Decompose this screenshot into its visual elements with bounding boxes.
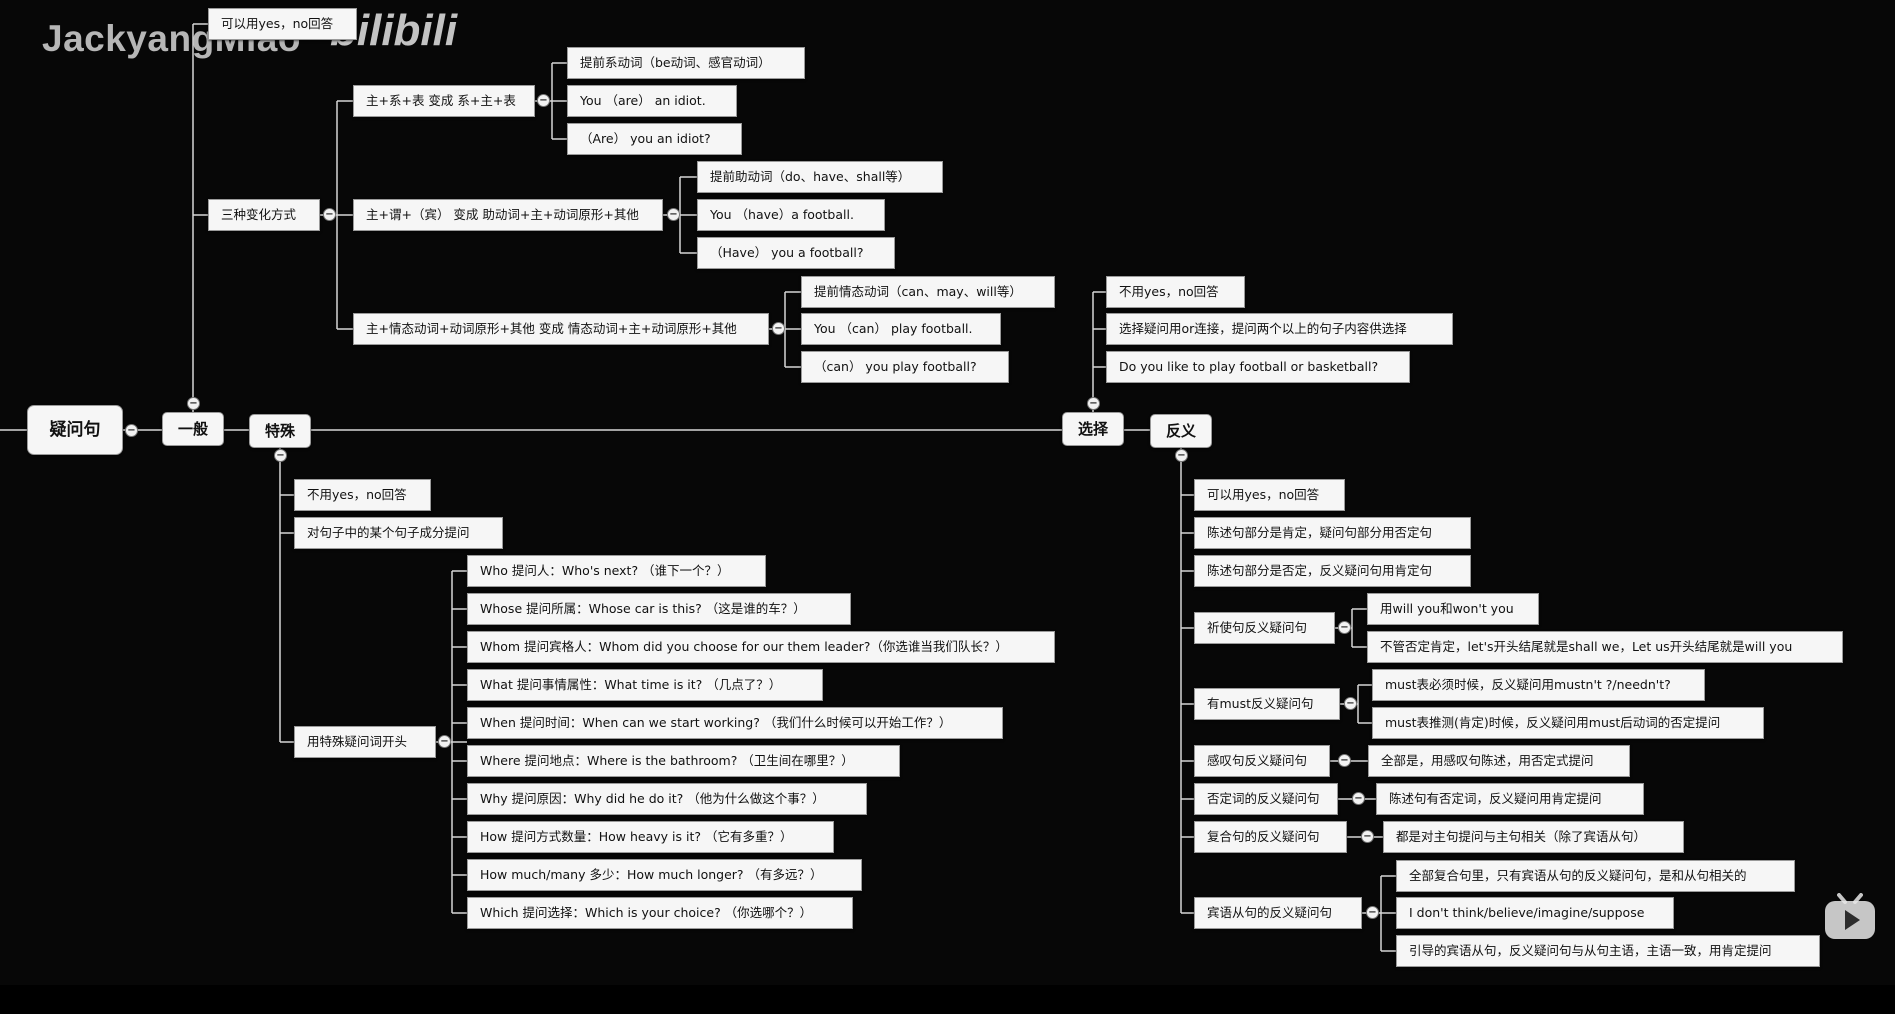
node-special[interactable]: 特殊 — [249, 414, 311, 448]
node-s-q7[interactable]: Why 提问原因：Why did he do it? （他为什么做这个事？） — [467, 783, 867, 815]
node-g-three-ways[interactable]: 三种变化方式 — [208, 199, 320, 231]
collapse-toggle-icon[interactable]: − — [1175, 449, 1188, 462]
collapse-toggle-icon[interactable]: − — [187, 397, 200, 410]
collapse-toggle-icon[interactable]: − — [125, 424, 138, 437]
node-t-5[interactable]: 有must反义疑问句 — [1194, 688, 1340, 720]
collapse-toggle-icon[interactable]: − — [1361, 830, 1374, 843]
node-c-2[interactable]: 选择疑问用or连接，提问两个以上的句子内容供选择 — [1106, 313, 1453, 345]
collapse-toggle-icon[interactable]: − — [772, 322, 785, 335]
node-s-2[interactable]: 对句子中的某个句子成分提问 — [294, 517, 503, 549]
node-t-4[interactable]: 祈使句反义疑问句 — [1194, 612, 1335, 644]
node-t-6a[interactable]: 全部是，用感叹句陈述，用否定式提问 — [1368, 745, 1630, 777]
node-t-4b[interactable]: 不管否定肯定，let's开头结尾就是shall we，Let us开头结尾就是w… — [1367, 631, 1843, 663]
collapse-toggle-icon[interactable]: − — [1352, 792, 1365, 805]
node-t-5a[interactable]: must表必须时候，反义疑问用mustn't ?/needn't? — [1372, 669, 1705, 701]
node-s-q8[interactable]: How 提问方式数量：How heavy is it? （它有多重？） — [467, 821, 834, 853]
node-t-9c[interactable]: 引导的宾语从句，反义疑问句与从句主语，主语一致，用肯定提问 — [1396, 935, 1820, 967]
node-s-q1[interactable]: Who 提问人：Who's next? （谁下一个？） — [467, 555, 766, 587]
node-s-q4[interactable]: What 提问事情属性：What time is it? （几点了？） — [467, 669, 823, 701]
node-t-8[interactable]: 复合句的反义疑问句 — [1194, 821, 1347, 853]
node-g-b3[interactable]: 主+情态动词+动词原形+其他 变成 情态动词+主+动词原形+其他 — [353, 313, 769, 345]
node-c-3[interactable]: Do you like to play football or basketba… — [1106, 351, 1410, 383]
collapse-toggle-icon[interactable]: − — [1344, 697, 1357, 710]
node-t-7a[interactable]: 陈述句有否定词，反义疑问用肯定提问 — [1376, 783, 1644, 815]
node-t-3[interactable]: 陈述句部分是否定，反义疑问句用肯定句 — [1194, 555, 1471, 587]
node-c-1[interactable]: 不用yes，no回答 — [1106, 276, 1245, 308]
node-s-q2[interactable]: Whose 提问所属：Whose car is this? （这是谁的车？） — [467, 593, 851, 625]
collapse-toggle-icon[interactable]: − — [438, 735, 451, 748]
node-root[interactable]: 疑问句 — [27, 405, 123, 455]
node-s-q6[interactable]: Where 提问地点：Where is the bathroom? （卫生间在哪… — [467, 745, 900, 777]
node-g-b1-2[interactable]: You （are） an idiot. — [567, 85, 737, 117]
node-tag[interactable]: 反义 — [1150, 414, 1212, 448]
collapse-toggle-icon[interactable]: − — [274, 449, 287, 462]
collapse-toggle-icon[interactable]: − — [1366, 906, 1379, 919]
node-g-b1-3[interactable]: （Are） you an idiot? — [567, 123, 742, 155]
node-t-9[interactable]: 宾语从句的反义疑问句 — [1194, 897, 1362, 929]
node-t-2[interactable]: 陈述句部分是肯定，疑问句部分用否定句 — [1194, 517, 1471, 549]
collapse-toggle-icon[interactable]: − — [1087, 397, 1100, 410]
collapse-toggle-icon[interactable]: − — [323, 208, 336, 221]
collapse-toggle-icon[interactable]: − — [1338, 621, 1351, 634]
node-s-q10[interactable]: Which 提问选择：Which is your choice? （你选哪个？） — [467, 897, 853, 929]
node-g-b3-1[interactable]: 提前情态动词（can、may、will等） — [801, 276, 1055, 308]
node-g-b3-2[interactable]: You （can） play football. — [801, 313, 1001, 345]
node-s-q3[interactable]: Whom 提问宾格人：Whom did you choose for our t… — [467, 631, 1055, 663]
node-g-b1-1[interactable]: 提前系动词（be动词、感官动词） — [567, 47, 805, 79]
node-g-b2-2[interactable]: You （have）a football. — [697, 199, 885, 231]
node-t-6[interactable]: 感叹句反义疑问句 — [1194, 745, 1330, 777]
node-t-4a[interactable]: 用will you和won't you — [1367, 593, 1539, 625]
node-s-q5[interactable]: When 提问时间：When can we start working? （我们… — [467, 707, 1003, 739]
node-t-9a[interactable]: 全部复合句里，只有宾语从句的反义疑问句，是和从句相关的 — [1396, 860, 1795, 892]
node-g-b1[interactable]: 主+系+表 变成 系+主+表 — [353, 85, 535, 117]
node-g-b2[interactable]: 主+谓+（宾） 变成 助动词+主+动词原形+其他 — [353, 199, 663, 231]
play-icon[interactable] — [1823, 893, 1877, 941]
node-t-1[interactable]: 可以用yes，no回答 — [1194, 479, 1345, 511]
node-t-7[interactable]: 否定词的反义疑问句 — [1194, 783, 1338, 815]
node-s-q9[interactable]: How much/many 多少：How much longer? （有多远？） — [467, 859, 862, 891]
node-t-9b[interactable]: I don't think/believe/imagine/suppose — [1396, 897, 1674, 929]
collapse-toggle-icon[interactable]: − — [1338, 754, 1351, 767]
node-t-8a[interactable]: 都是对主句提问与主句相关（除了宾语从句） — [1383, 821, 1684, 853]
node-s-3[interactable]: 用特殊疑问词开头 — [294, 726, 436, 758]
node-g-b3-3[interactable]: （can） you play football? — [801, 351, 1009, 383]
node-g-b2-3[interactable]: （Have） you a football? — [697, 237, 895, 269]
node-general[interactable]: 一般 — [162, 412, 224, 446]
node-s-1[interactable]: 不用yes，no回答 — [294, 479, 431, 511]
node-g-yesno[interactable]: 可以用yes，no回答 — [208, 8, 357, 40]
node-g-b2-1[interactable]: 提前助动词（do、have、shall等） — [697, 161, 943, 193]
node-choice[interactable]: 选择 — [1062, 412, 1124, 446]
bottom-bar — [0, 985, 1895, 1014]
node-t-5b[interactable]: must表推测(肯定)时候，反义疑问用must后动词的否定提问 — [1372, 707, 1764, 739]
collapse-toggle-icon[interactable]: − — [667, 208, 680, 221]
collapse-toggle-icon[interactable]: − — [537, 94, 550, 107]
